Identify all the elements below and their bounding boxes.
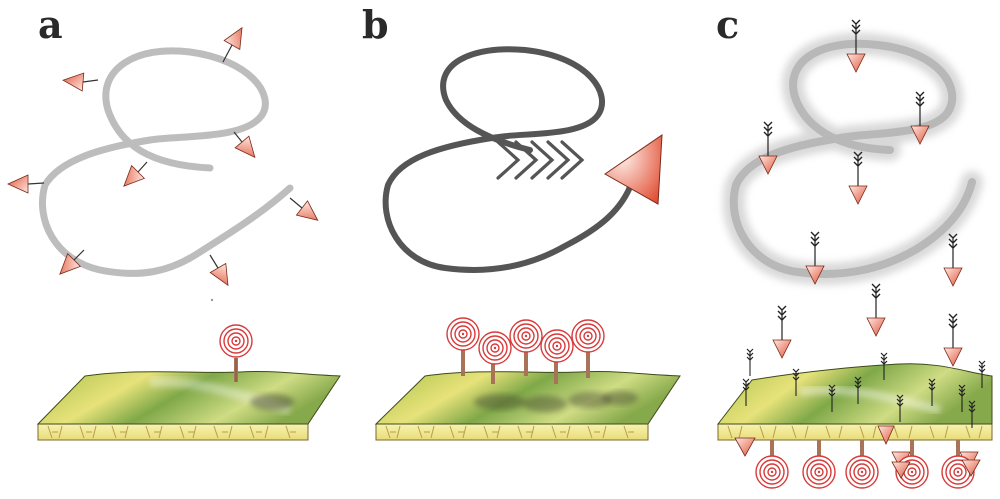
target-icon: [219, 324, 253, 358]
panel-c-strand: [729, 39, 976, 278]
target-icon: [755, 455, 789, 489]
target-icon: [478, 331, 512, 365]
panel-label-c: c: [716, 2, 739, 47]
panel-b-fletching: [496, 140, 585, 180]
panel-b: [374, 46, 681, 441]
target-icon: [446, 317, 480, 351]
target-icon: [540, 329, 574, 363]
panel-a-arrows: [7, 22, 324, 291]
target-icon: [802, 455, 836, 489]
panel-label-a: a: [38, 2, 63, 47]
target-icon: [571, 319, 605, 353]
arrowhead-icon: [604, 134, 663, 205]
target-icon: [509, 319, 543, 353]
panel-b-strand: [382, 46, 635, 273]
panel-a-strand: [38, 47, 294, 277]
target-icon: [845, 455, 879, 489]
panel-a: [7, 22, 341, 441]
panel-label-b: b: [362, 2, 389, 47]
panel-b-terrain: [374, 317, 681, 441]
panel-c: [716, 19, 993, 489]
panel-c-terrain: [716, 348, 993, 489]
panel-a-terrain: [36, 324, 341, 441]
